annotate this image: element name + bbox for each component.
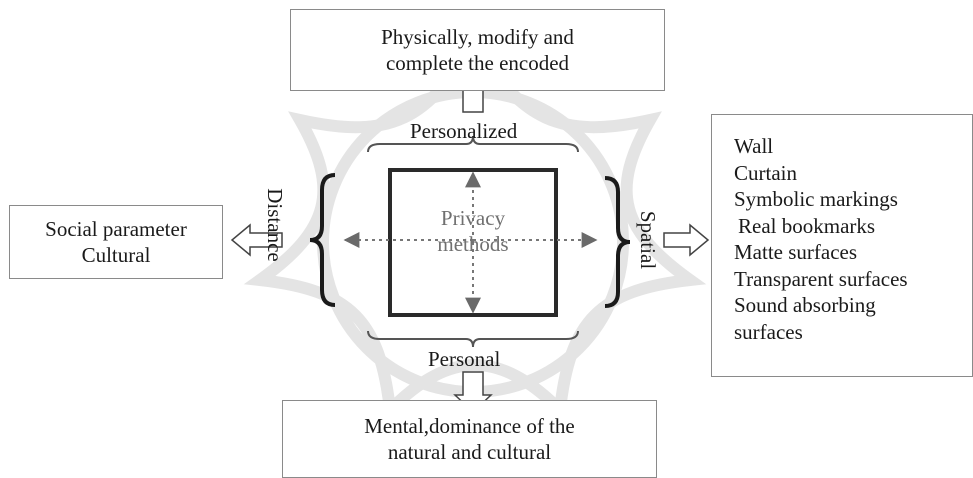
right-box: Wall Curtain Symbolic markings Real book… [711,114,973,377]
left-box-line: Social parameter [45,217,187,241]
list-item: Real bookmarks [738,213,876,238]
dotted-arrows [343,171,598,314]
list-item: surfaces [734,319,803,344]
arrow-left-icon [230,223,283,257]
list-item: Wall [734,134,774,158]
label-spatial-text: Spatial [636,210,660,270]
brace-right [604,176,631,308]
left-box-line: Cultural [81,243,151,267]
top-box: Physically, modify and complete the enco… [290,9,665,91]
label-distance-text: Distance [263,188,287,262]
top-box-line: complete the encoded [385,51,570,75]
bottom-box-line: Mental,dominance of the [364,414,575,438]
privacy-methods-square [388,168,558,317]
brace-left [309,173,336,307]
center-label: Privacy methods [390,205,556,257]
top-box-line: Physically, modify and [381,25,574,49]
label-personal: Personal [428,347,501,371]
bottom-box-line: natural and cultural [387,440,552,464]
list-item: Symbolic markings [734,187,898,211]
brace-bottom [367,330,579,348]
bottom-box: Mental,dominance of the natural and cult… [282,400,657,478]
list-item: Matte surfaces [734,240,858,264]
list-item: Curtain [734,160,797,185]
left-box: Social parameter Cultural [9,205,223,279]
list-item: Transparent surfaces [734,266,908,291]
center-label-line: methods [437,232,509,256]
label-personalized: Personalized [410,119,518,143]
arrow-right-icon [663,223,710,257]
list-item: Sound absorbing [734,293,876,317]
center-label-line: Privacy [440,206,506,230]
brace-top [367,135,579,153]
